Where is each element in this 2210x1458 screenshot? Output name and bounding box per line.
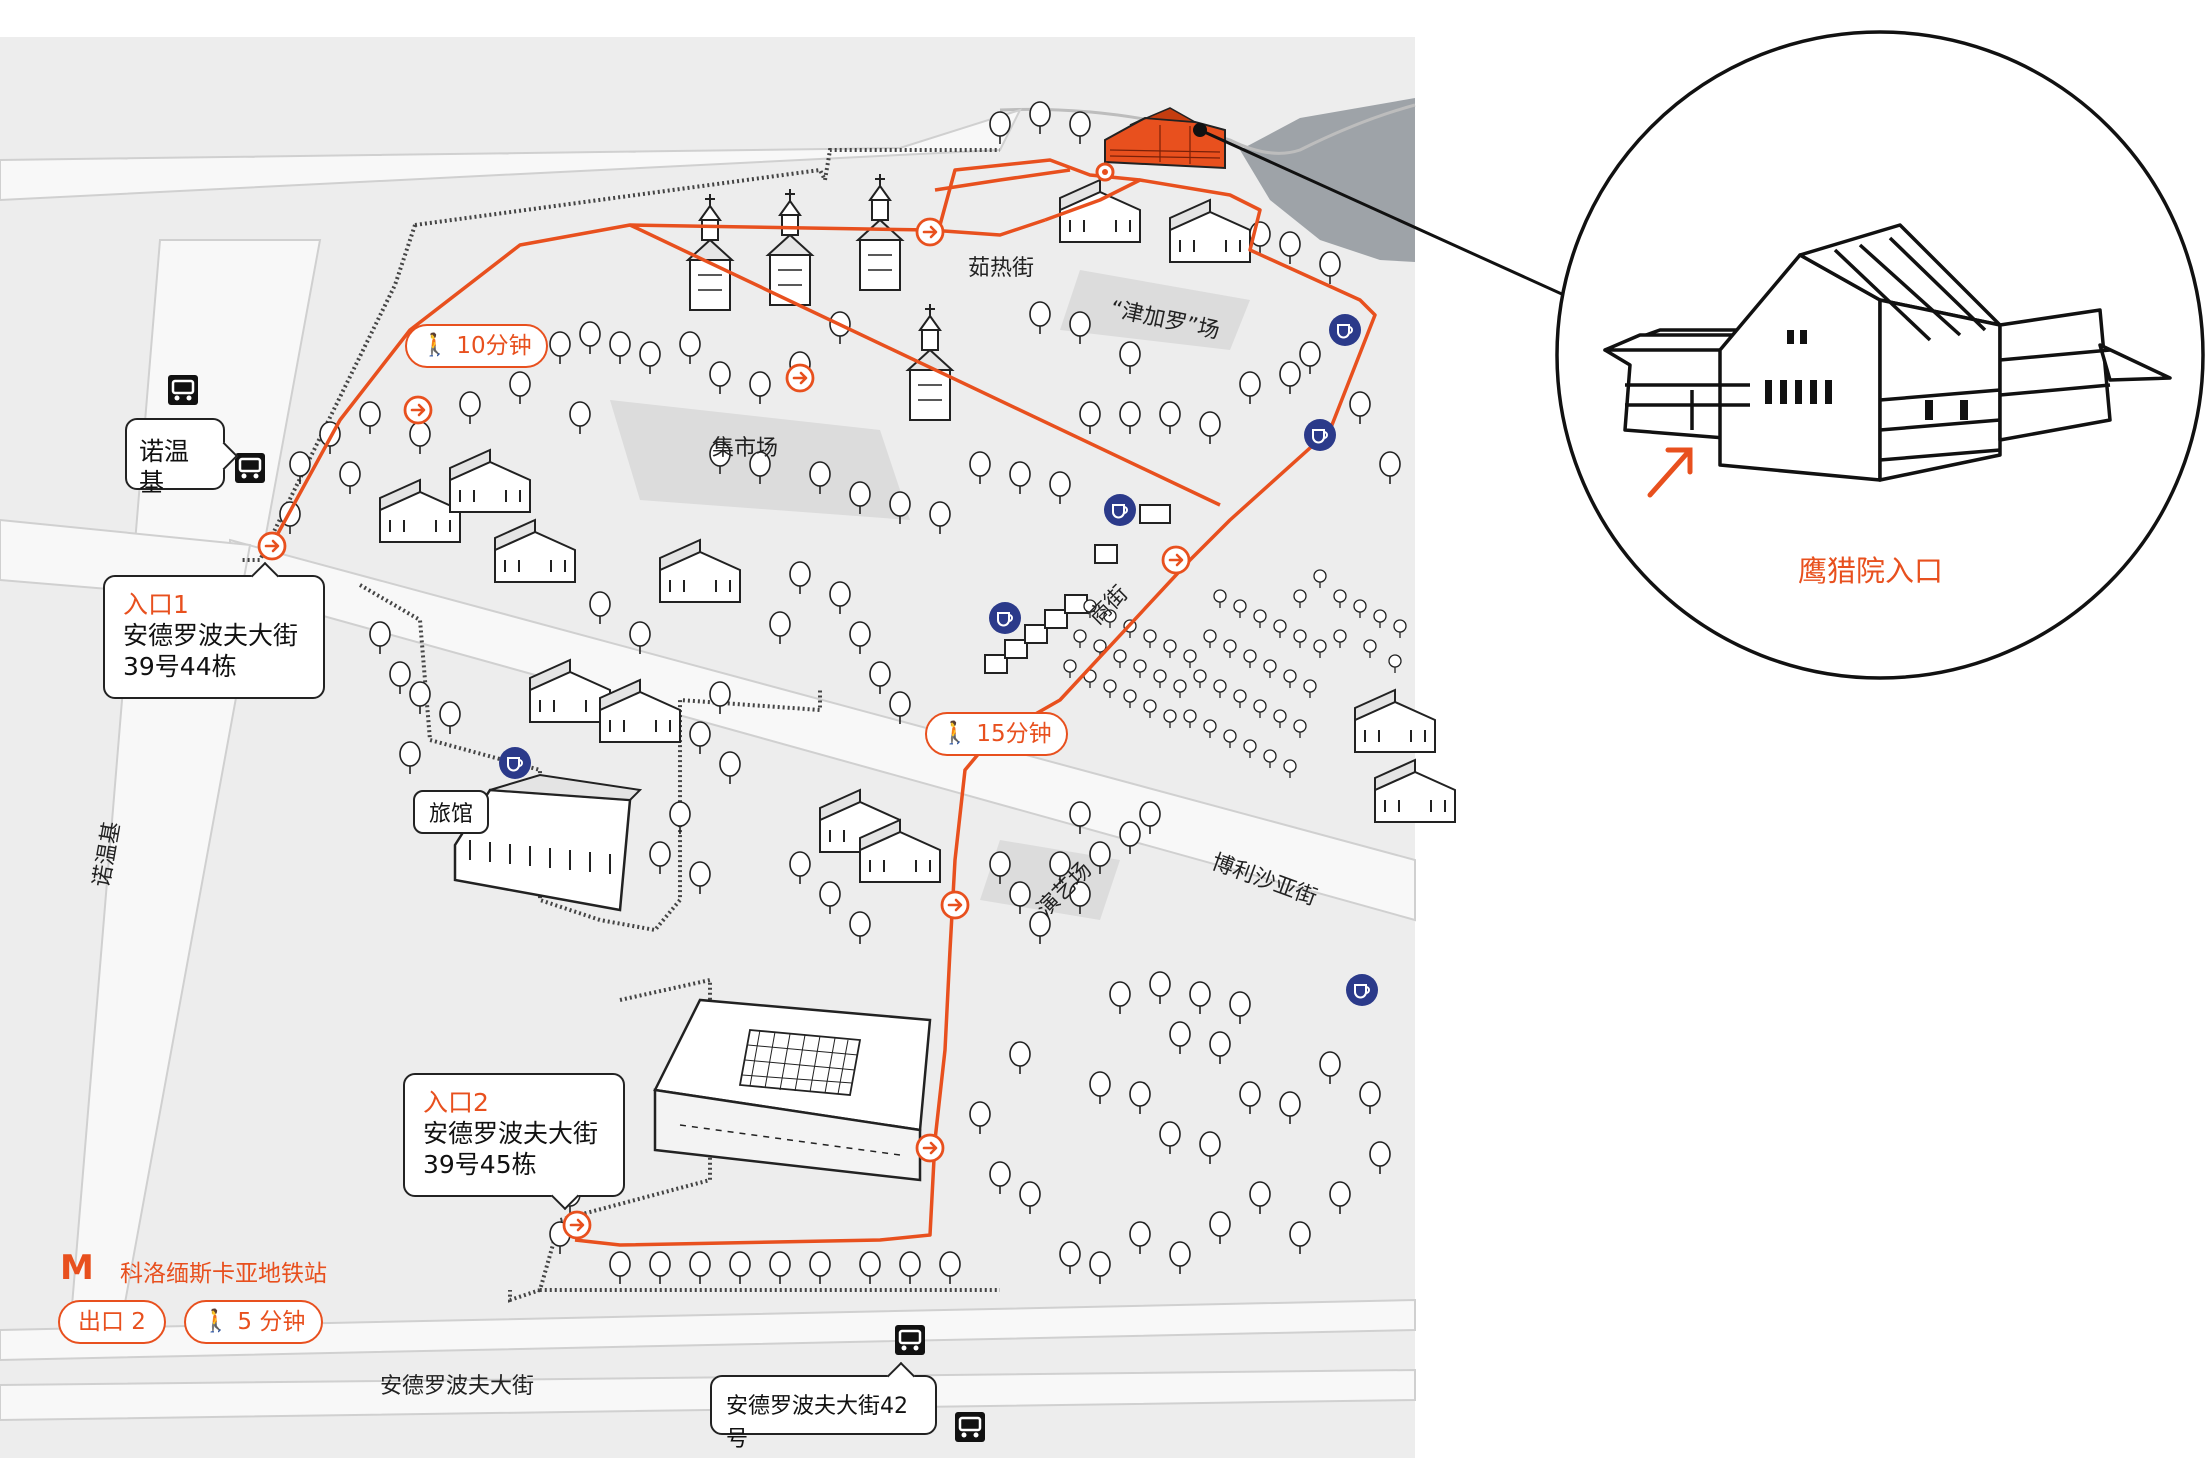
walker-icon: 🚶 <box>941 721 969 746</box>
route-point-falconry-inner <box>1102 169 1108 175</box>
walk-time-10min: 🚶 10分钟 <box>405 324 548 368</box>
river-bank <box>999 103 1416 155</box>
bus-stop-icon[interactable] <box>893 1323 927 1357</box>
route-arrow-entrance1 <box>257 531 287 561</box>
cafe-icon[interactable] <box>1103 493 1137 527</box>
falconry-entrance-inset <box>1193 30 2205 680</box>
walk-time-5min: 🚶 5 分钟 <box>184 1300 324 1344</box>
metro-exit-badge: 出口 2 <box>58 1300 166 1344</box>
street-label-rure: 茹热街 <box>968 256 1035 281</box>
metro-station-name: 科洛缅斯卡亚地铁站 <box>120 1261 327 1287</box>
metro-exit-label: 出口 2 <box>78 1309 146 1335</box>
inn-label: 旅馆 <box>413 790 490 834</box>
cafe-icon[interactable] <box>1303 418 1337 452</box>
zhanjialuo-square <box>1060 270 1250 350</box>
bus-stop-icon[interactable] <box>953 1410 987 1444</box>
bus-stop-nowenji[interactable]: 诺温基 <box>125 418 239 497</box>
road-label-andropov: 安德罗波夫大街 <box>380 1374 535 1399</box>
roads <box>0 108 1416 1422</box>
cafe-icon[interactable] <box>988 601 1022 635</box>
river <box>1240 98 1415 262</box>
inset-caption: 鹰猎院入口 <box>1798 554 1944 588</box>
entrance-2-title: 入口2 <box>423 1088 489 1117</box>
walking-route <box>268 158 1377 1247</box>
area-label-market: 集市场 <box>712 436 779 461</box>
entrance-1-title: 入口1 <box>123 590 189 619</box>
exhibition-hall <box>653 998 932 1182</box>
walker-icon: 🚶 <box>421 333 449 358</box>
cafe-icon[interactable] <box>498 746 532 780</box>
metro-icon: M <box>60 1248 94 1288</box>
entrance-2-address-line1: 安德罗波夫大街 <box>423 1119 599 1148</box>
entrance-2-callout[interactable]: 入口2 安德罗波夫大街 39号45栋 <box>403 1073 625 1211</box>
cafe-icon[interactable] <box>1328 313 1362 347</box>
bus-stop-icon[interactable] <box>233 451 267 485</box>
entrance-1-address-line1: 安德罗波夫大街 <box>123 621 299 650</box>
entrance-2-address-line2: 39号45栋 <box>423 1150 537 1179</box>
route-arrow-5 <box>1161 545 1191 575</box>
entrance-1-callout[interactable]: 入口1 安德罗波夫大街 39号44栋 <box>103 561 325 699</box>
bus-stop-icon[interactable] <box>166 373 200 407</box>
cafe-icon[interactable] <box>1345 973 1379 1007</box>
arrow-icon <box>1647 447 1693 498</box>
bus-stop-nowenji-label: 诺温基 <box>139 437 190 497</box>
route-arrow-3 <box>915 217 945 247</box>
route-arrow-entrance2 <box>562 1210 592 1240</box>
route-arrow-4 <box>785 363 815 393</box>
building-icon <box>1603 223 2172 482</box>
walk-time-15min-label: 15分钟 <box>976 721 1052 747</box>
bus-stop-andropov42-label: 安德罗波夫大街42号 <box>726 1394 908 1452</box>
walk-time-15min: 🚶 15分钟 <box>925 712 1068 756</box>
route-arrow-2 <box>403 395 433 425</box>
route-arrow-7 <box>915 1133 945 1163</box>
entrance-1-address-line2: 39号44栋 <box>123 652 237 681</box>
bus-stop-andropov42[interactable]: 安德罗波夫大街42号 <box>710 1361 937 1452</box>
market-stalls <box>984 504 1171 674</box>
walk-time-10min-label: 10分钟 <box>456 333 532 359</box>
inn-building <box>453 773 643 912</box>
walker-icon: 🚶 <box>202 1309 230 1334</box>
route-arrow-6 <box>940 890 970 920</box>
walk-time-5min-label: 5 分钟 <box>237 1309 306 1335</box>
